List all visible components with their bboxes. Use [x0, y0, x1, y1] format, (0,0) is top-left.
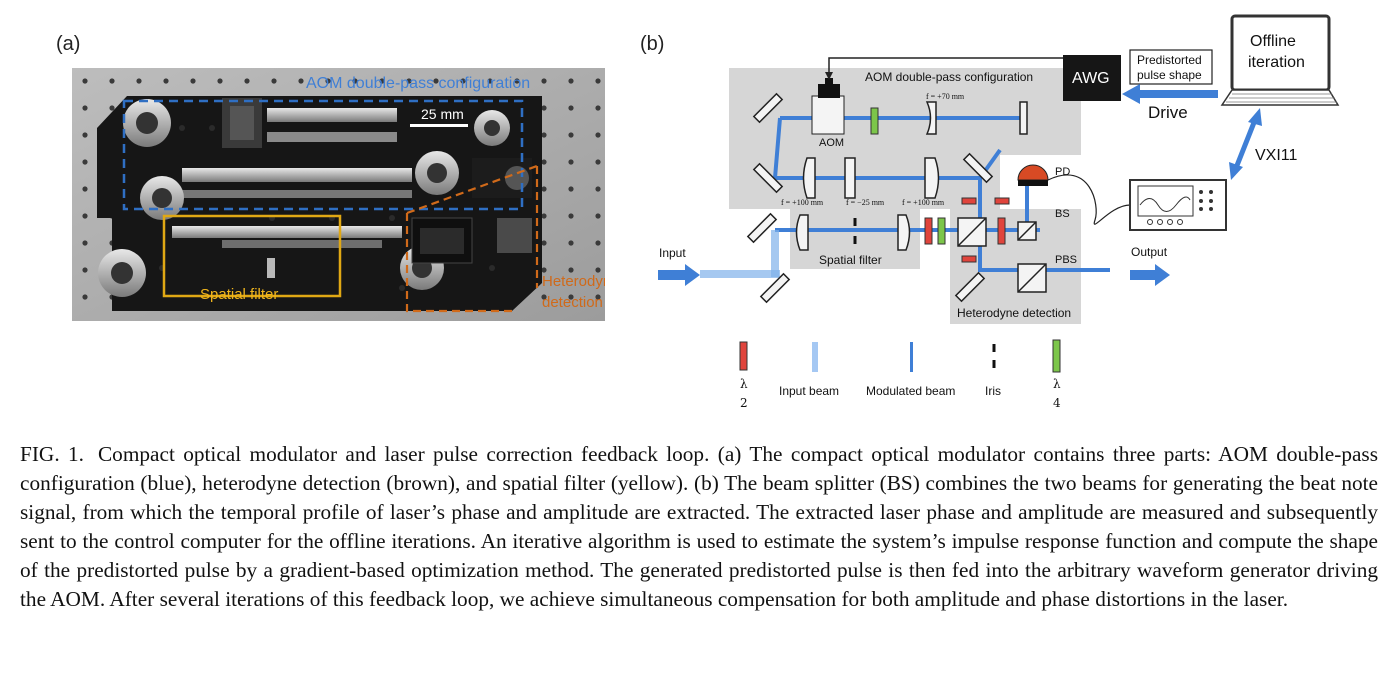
legend-quarter-wave-top: λ — [1053, 377, 1061, 391]
spatial-filter-photo-label: Spatial filter — [200, 286, 279, 303]
heterodyne-photo-label-2: detection — [542, 294, 603, 311]
legend-input-beam: Input beam — [779, 384, 840, 398]
panel-a-label: (a) — [56, 33, 81, 55]
photo-illustration — [72, 68, 605, 321]
aom-config-photo-label: AOM double-pass configuration — [306, 75, 531, 92]
output-label: Output — [1131, 245, 1168, 259]
awg-label: AWG — [1072, 70, 1110, 87]
half-waveplate-1 — [924, 217, 933, 245]
lens-f100-right-label: f = +100 mm — [902, 198, 945, 207]
aom-config-title: AOM double-pass configuration — [865, 70, 1034, 84]
legend-modulated-beam: Modulated beam — [866, 384, 956, 398]
offline-label-2: iteration — [1248, 54, 1305, 71]
computer-monitor — [1230, 14, 1331, 92]
spatial-filter-label: Spatial filter — [819, 253, 882, 267]
panel-b-label: (b) — [640, 33, 665, 55]
aom-crystal — [811, 95, 845, 135]
optical-setup-photo: AOM double-pass configuration 25 mm Spat… — [72, 68, 605, 321]
heterodyne-detection-label: Heterodyne detection — [957, 306, 1072, 320]
drive-label: Drive — [1148, 103, 1188, 122]
legend-symbols — [739, 339, 1061, 373]
bs-label: BS — [1055, 208, 1070, 220]
legend-half-wave-bottom: 2 — [740, 396, 748, 410]
scale-bar-label: 25 mm — [421, 106, 464, 122]
mirrors — [746, 92, 1028, 304]
predistorted-label-1: Predistorted — [1137, 53, 1202, 67]
offline-label-1: Offline — [1250, 33, 1296, 50]
pd-label: PD — [1055, 166, 1071, 178]
vxi-arrow — [1229, 108, 1262, 180]
input-beam — [700, 270, 780, 278]
aom-label: AOM — [819, 137, 845, 149]
lens-f70-label: f = +70 mm — [926, 92, 965, 101]
schematic-diagram — [658, 14, 1340, 373]
lens-f25-label: f = −25 mm — [846, 198, 885, 207]
input-arrow — [658, 264, 700, 286]
awg-box — [1063, 55, 1121, 101]
legend-half-wave-top: λ — [740, 377, 748, 391]
lens-f100-left-label: f = +100 mm — [781, 198, 824, 207]
legend-quarter-wave-bottom: 4 — [1053, 396, 1061, 410]
predistorted-label-2: pulse shape — [1137, 68, 1202, 82]
caption-fig-label: FIG. 1. — [20, 442, 84, 466]
photodiode — [1017, 164, 1049, 181]
input-label: Input — [659, 246, 686, 260]
beam-splitters — [957, 217, 1047, 293]
legend-iris: Iris — [985, 384, 1001, 398]
vxi-label: VXI11 — [1255, 147, 1298, 164]
output-arrow — [1130, 264, 1170, 286]
heterodyne-photo-label-1: Heterodyne — [542, 273, 605, 290]
lenses — [795, 101, 940, 251]
drive-arrow — [1122, 84, 1218, 104]
pbs-label: PBS — [1055, 254, 1078, 266]
quarter-waveplate-aom — [870, 107, 879, 135]
caption-text: Compact optical modulator and laser puls… — [20, 442, 1378, 611]
figure-caption: FIG. 1.Compact optical modulator and las… — [20, 440, 1378, 614]
